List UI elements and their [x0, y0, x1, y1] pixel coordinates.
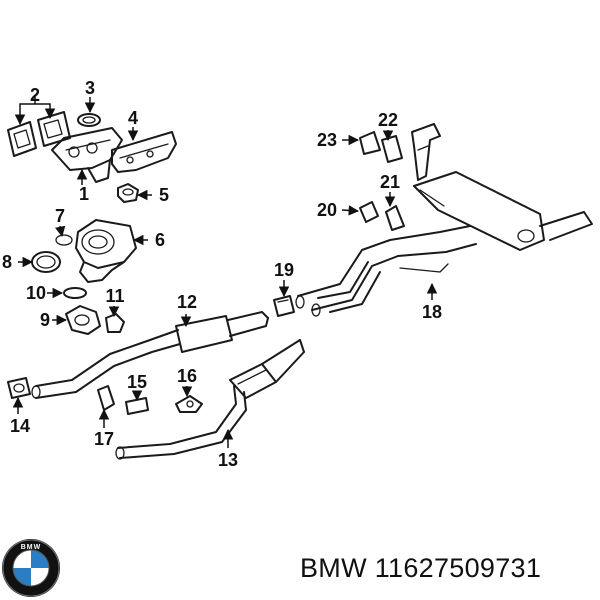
- leader-lines: [12, 95, 438, 448]
- part-5-nut: [117, 183, 139, 203]
- callout-4: 4: [128, 108, 138, 128]
- callout-21: 21: [380, 172, 400, 192]
- part-6-catalytic-converter: [75, 219, 137, 283]
- callout-12: 12: [177, 292, 197, 312]
- part-10-ring: [63, 287, 87, 299]
- callout-19: 19: [274, 260, 294, 280]
- part-19-clamp: [273, 295, 295, 317]
- part-1-exhaust-manifold: [51, 127, 123, 183]
- callout-7: 7: [55, 206, 65, 226]
- callout-8: 8: [2, 252, 12, 272]
- part-8-clamp-ring: [31, 251, 61, 273]
- callout-13: 13: [218, 450, 238, 470]
- part-11-bracket: [105, 313, 125, 333]
- callout-22: 22: [378, 110, 398, 130]
- part-caption: BMW 11627509731: [300, 553, 541, 584]
- callout-3: 3: [85, 78, 95, 98]
- part-9-flange: [65, 305, 101, 335]
- part-22-hanger: [381, 135, 403, 163]
- part-7-gasket: [55, 234, 73, 246]
- callout-1: 1: [79, 184, 89, 204]
- callout-17: 17: [94, 429, 114, 449]
- callout-20: 20: [317, 200, 337, 220]
- callout-18: 18: [422, 302, 442, 322]
- part-14-flange: [7, 377, 31, 399]
- callout-15: 15: [127, 372, 147, 392]
- callout-2: 2: [30, 85, 40, 105]
- callout-9: 9: [40, 310, 50, 330]
- callout-10: 10: [26, 283, 46, 303]
- part-17-bracket: [97, 385, 115, 411]
- part-13-pipe-with-cat: [115, 339, 305, 460]
- callout-11: 11: [105, 286, 124, 306]
- part-4-heat-shield: [111, 131, 177, 173]
- callout-16: 16: [177, 366, 197, 386]
- part-23-hanger: [359, 131, 381, 155]
- part-18-rear-muffler-assembly: [295, 123, 593, 317]
- part-16-bracket: [175, 395, 203, 413]
- callout-labels: 1 2 3 4 5 6 7 8 9 10 11 12 13 14 15 16 1…: [2, 78, 442, 470]
- callout-14: 14: [10, 416, 30, 436]
- brand-name: BMW: [300, 553, 367, 583]
- bmw-logo-letters: BMW: [21, 544, 42, 551]
- bmw-logo: BMW: [2, 539, 60, 597]
- part-number: 11627509731: [374, 553, 542, 583]
- part-3-ring-gasket: [77, 113, 101, 127]
- part-20-hanger: [359, 201, 379, 223]
- part-2-manifold-gaskets: [7, 111, 71, 157]
- callout-5: 5: [159, 185, 169, 205]
- part-21-hanger: [385, 205, 405, 231]
- callout-23: 23: [317, 130, 337, 150]
- part-15-bracket: [125, 397, 149, 415]
- callout-6: 6: [155, 230, 165, 250]
- part-12-front-pipe-resonator: [31, 311, 269, 399]
